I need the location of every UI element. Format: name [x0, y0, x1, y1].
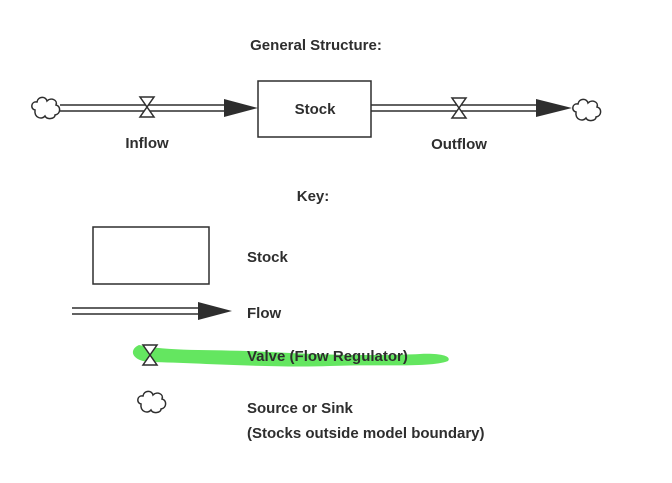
key-stock-label: Stock	[247, 249, 289, 266]
green-highlight-mark	[132, 345, 449, 367]
key-cloud-icon	[137, 390, 167, 414]
outflow-valve-icon	[451, 97, 467, 119]
key-valve-label: Valve (Flow Regulator)	[247, 348, 408, 365]
key-source-sink-note: (Stocks outside model boundary)	[247, 425, 485, 442]
source-cloud-icon	[31, 96, 61, 120]
key-flow-arrowhead-icon	[198, 302, 232, 320]
inflow-label: Inflow	[125, 135, 169, 152]
outflow-arrowhead-icon	[536, 99, 572, 117]
outflow-label: Outflow	[431, 136, 487, 153]
sink-cloud-icon	[572, 98, 602, 122]
key-stock-box	[92, 226, 210, 285]
stock-label: Stock	[295, 101, 337, 118]
inflow-arrowhead-icon	[224, 99, 258, 117]
stock-box	[257, 80, 372, 138]
key-flow-label: Flow	[247, 305, 281, 322]
inflow-valve-icon	[139, 96, 155, 118]
key-heading: Key:	[297, 188, 330, 205]
structure-title: General Structure:	[250, 37, 382, 54]
key-source-sink-label: Source or Sink	[247, 400, 354, 417]
